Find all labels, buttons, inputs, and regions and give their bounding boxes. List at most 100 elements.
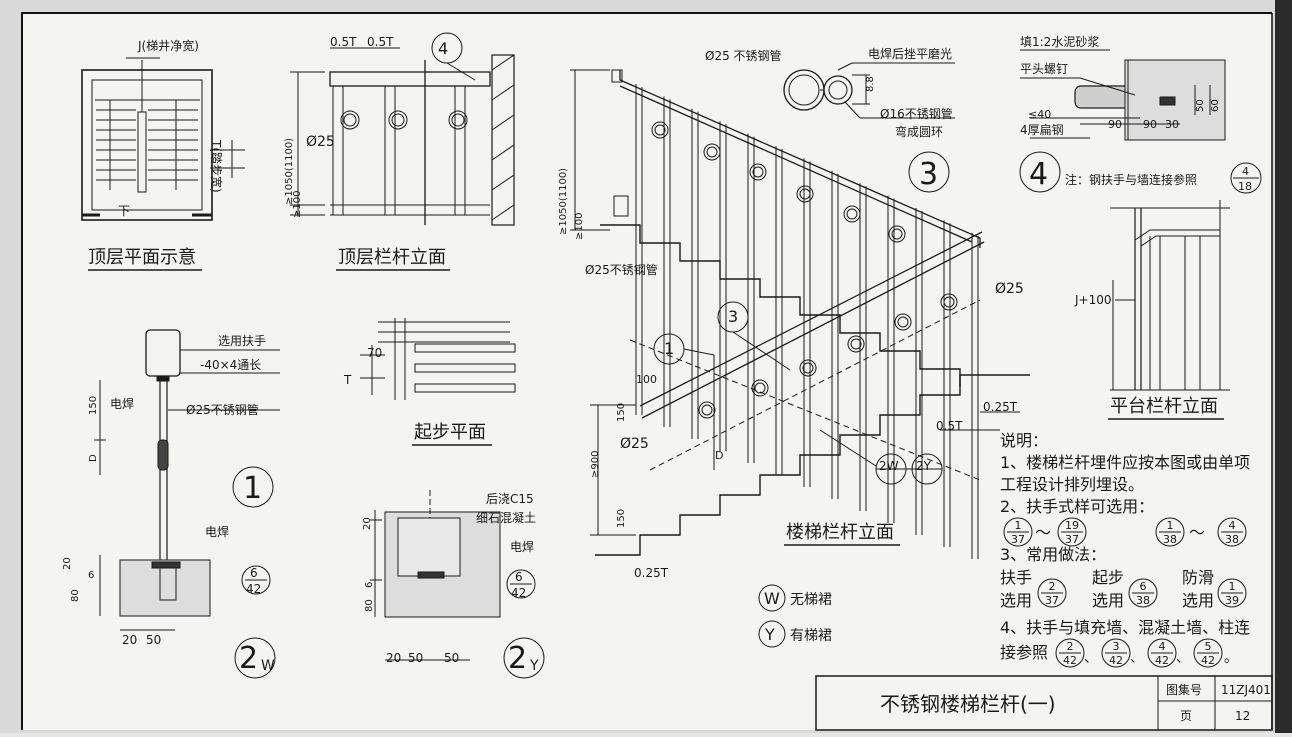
tag-2y: 2Y	[916, 459, 932, 473]
dim-6b-label: 6	[364, 582, 375, 588]
dim-50: 50	[1195, 99, 1206, 112]
notes-head: 说明：	[1000, 431, 1048, 450]
svg-text:38: 38	[1163, 533, 1177, 546]
svg-text:～: ～	[1189, 523, 1205, 542]
detail-4-section	[1019, 49, 1262, 194]
detail-1-section	[94, 329, 280, 679]
dim-60: 60	[1210, 99, 1221, 112]
dim-05t-label: 0.5T	[936, 419, 963, 433]
legend-y-symbol: Y	[764, 625, 775, 644]
landing-rail-elevation	[1110, 200, 1230, 391]
dim-150b-label: 150	[616, 403, 627, 422]
le40-label: ≤40	[1028, 108, 1051, 121]
dim-80b-label: 80	[364, 599, 375, 612]
svg-text:6: 6	[1140, 580, 1147, 593]
weld-label-4: 电焊	[510, 539, 534, 554]
note-3-start: 起步	[1092, 568, 1124, 587]
note-3: 3、常用做法：	[1000, 545, 1106, 564]
ref-4-18-bottom: 18	[1238, 180, 1252, 193]
svg-text:42: 42	[1063, 654, 1077, 667]
dim-6-label: 6	[88, 570, 94, 581]
circle-1-label: 1	[243, 471, 262, 506]
svg-text:4: 4	[1229, 519, 1236, 532]
ref-4-18-top: 4	[1242, 165, 1249, 178]
stair-height-1050-label: ≥1050(1100)	[558, 168, 569, 235]
ref-6-42-a-bottom: 42	[246, 582, 261, 596]
page-label: 页	[1180, 709, 1192, 723]
ref-wall-0: 242	[1055, 638, 1085, 668]
stair-rail-elevation	[570, 69, 1030, 559]
start-plan-title: 起步平面	[414, 422, 486, 443]
top-plan-view	[81, 57, 245, 221]
note-3-start-select: 选用	[1092, 591, 1124, 610]
svg-text:42: 42	[1155, 654, 1169, 667]
svg-text:2: 2	[1049, 580, 1056, 593]
height-900-label: ≥900	[590, 451, 601, 478]
weld-label-2: 电焊	[205, 524, 229, 539]
pipe25-label: Ø25 不锈钢管	[705, 48, 782, 63]
note-4a: 4、扶手与填充墙、混凝土墙、柱连	[1000, 618, 1250, 637]
pipe16-label: Ø16不锈钢管	[880, 106, 953, 121]
ref-6-42-b-bottom: 42	[511, 586, 526, 600]
dim-90a: 90	[1108, 118, 1122, 131]
dim-t-label: T	[343, 373, 352, 387]
down-label: 下	[118, 204, 130, 218]
svg-text:1: 1	[1167, 519, 1174, 532]
note-1b: 工程设计排列埋设。	[1000, 475, 1144, 494]
circle-1-small-label: 1	[664, 339, 674, 358]
dim-50c-label: 50	[408, 651, 423, 665]
circle-4-big-label: 4	[1029, 157, 1048, 192]
handrail-select-label: 选用扶手	[218, 333, 266, 348]
svg-text:19: 19	[1065, 519, 1079, 532]
ref-method-1: 638	[1128, 578, 1158, 608]
pipe25-c-label: Ø25不锈钢管	[186, 402, 259, 417]
top-rail-title: 顶层栏杆立面	[338, 247, 446, 268]
page-number: 12	[1235, 709, 1250, 723]
start-plan-view	[360, 318, 516, 400]
dim-d-label: D	[88, 454, 99, 462]
dim-80-label: 80	[70, 589, 81, 602]
svg-text:38: 38	[1225, 533, 1239, 546]
phi25-b-label: Ø25	[995, 281, 1024, 297]
svg-text:1: 1	[1229, 580, 1236, 593]
j-clear-label: J(梯井净宽)	[137, 38, 199, 53]
top-plan-title: 顶层平面示意	[88, 247, 196, 268]
note-3-anti-select: 选用	[1182, 591, 1214, 610]
phi25-c-label: Ø25	[620, 436, 649, 452]
svg-text:42: 42	[1109, 654, 1123, 667]
dim-50d-label: 50	[444, 651, 459, 665]
note-3-rail-select: 选用	[1000, 591, 1032, 610]
dim-90b: 90	[1143, 118, 1157, 131]
dim-05t-b: 0.5T	[367, 35, 394, 49]
label-2y-number: 2	[508, 641, 527, 676]
note-4b: 接参照	[1000, 643, 1048, 662]
svg-text:4: 4	[1159, 640, 1166, 653]
circle-3-label: 3	[919, 157, 938, 192]
dim-20d-label: 20	[386, 651, 401, 665]
dim-70-label: 70	[367, 346, 382, 360]
note-2: 2、扶手式样可选用：	[1000, 497, 1154, 516]
height-1050-label: ≥1050(1100)	[284, 138, 295, 205]
weld-label-1: 电焊	[110, 396, 134, 411]
svg-text:。: 。	[1224, 650, 1238, 666]
dim-50b-label: 50	[146, 633, 161, 647]
t-tread-label: T(踏步宽)	[209, 139, 224, 193]
stair-rail-title: 楼梯栏杆立面	[786, 522, 894, 543]
ref-wall-2: 442	[1147, 638, 1177, 668]
legend-y-label: 有梯裙	[790, 628, 832, 644]
note4-label: 注：钢扶手与墙连接参照	[1065, 172, 1197, 187]
ref-style-3: 438	[1217, 517, 1247, 547]
detail-2y-section	[370, 490, 545, 679]
fill-mortar-label: 填1:2水泥砂浆	[1020, 34, 1099, 49]
ref-method-2: 139	[1217, 578, 1247, 608]
tag-2w: 2W	[879, 459, 899, 473]
landing-rail-title: 平台栏杆立面	[1110, 396, 1218, 417]
note-3-anti: 防滑	[1182, 568, 1214, 587]
ref-wall-3: 542	[1193, 638, 1223, 668]
svg-text:5: 5	[1205, 640, 1212, 653]
circle-3-small-label: 3	[728, 307, 738, 326]
fine-concrete-label: 细石混凝土	[476, 510, 536, 525]
atlas-label: 图集号	[1166, 682, 1202, 697]
